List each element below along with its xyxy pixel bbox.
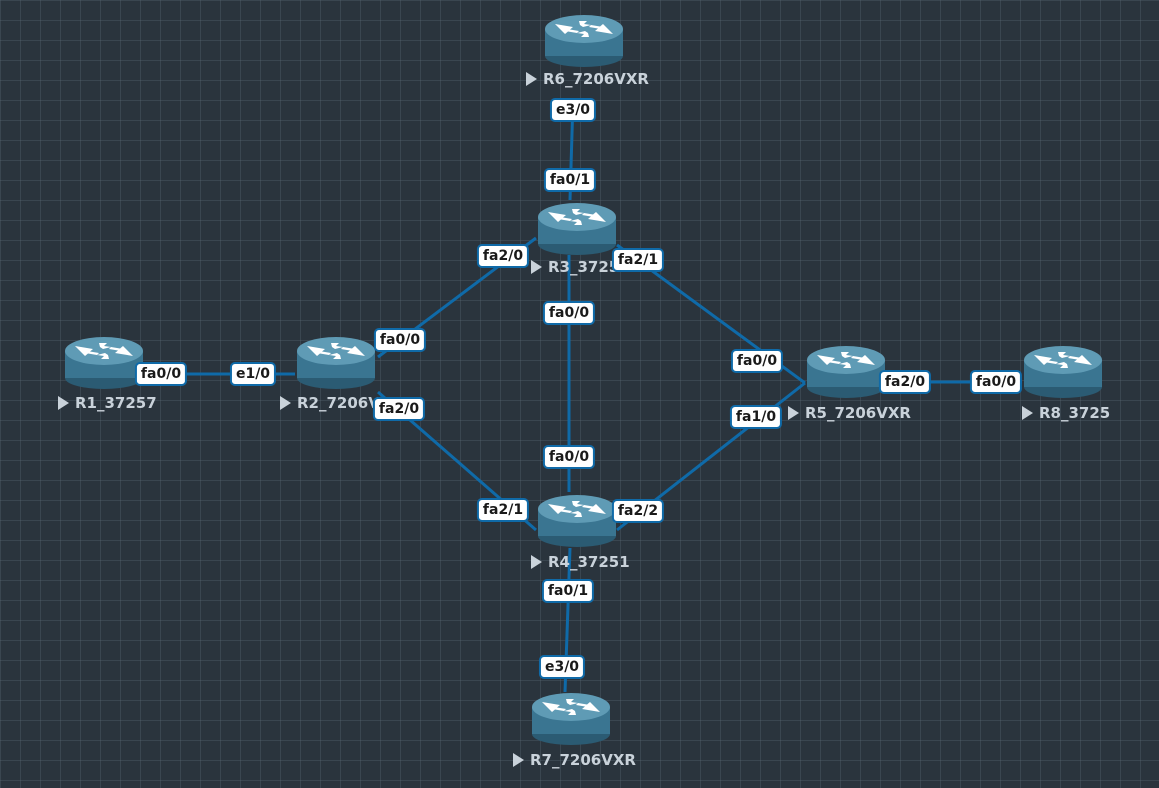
port-label-r3-fa0-0[interactable]: fa0/0 [542, 301, 596, 325]
router-label: R8_3725 [1022, 404, 1110, 422]
router-name: R5_7206VXR [805, 404, 911, 422]
router-icon [65, 337, 143, 389]
play-icon[interactable] [58, 396, 69, 410]
router-label: R4_37251 [531, 553, 630, 571]
router-label: R5_7206VXR [788, 404, 911, 422]
port-label-r4-fa0-1[interactable]: fa0/1 [541, 579, 595, 603]
port-label-r5-fa2-0[interactable]: fa2/0 [878, 370, 932, 394]
router-name: R7_7206VXR [530, 751, 636, 769]
router-icon [545, 15, 623, 67]
router-name: R4_37251 [548, 553, 630, 571]
port-label-r4-fa2-1[interactable]: fa2/1 [476, 498, 530, 522]
port-label-r4-fa0-0[interactable]: fa0/0 [542, 445, 596, 469]
play-icon[interactable] [531, 260, 542, 274]
router-label: R6_7206VXR [526, 70, 649, 88]
router-name: R1_37257 [75, 394, 157, 412]
port-label-r3-fa2-0[interactable]: fa2/0 [476, 244, 530, 268]
router-icon [532, 693, 610, 745]
port-label-r2-e1-0[interactable]: e1/0 [229, 362, 277, 386]
router-name: R6_7206VXR [543, 70, 649, 88]
port-label-r2-fa0-0[interactable]: fa0/0 [373, 328, 427, 352]
port-label-r6-e3-0[interactable]: e3/0 [549, 98, 597, 122]
port-label-r2-fa2-0[interactable]: fa2/0 [372, 397, 426, 421]
port-label-r1-fa0-0[interactable]: fa0/0 [134, 362, 188, 386]
router-label: R3_37251 [531, 258, 630, 276]
play-icon[interactable] [280, 396, 291, 410]
router-icon [807, 346, 885, 398]
port-label-r5-fa0-0[interactable]: fa0/0 [730, 349, 784, 373]
play-icon[interactable] [531, 555, 542, 569]
router-icon [297, 337, 375, 389]
play-icon[interactable] [1022, 406, 1033, 420]
play-icon[interactable] [788, 406, 799, 420]
router-label: R7_7206VXR [513, 751, 636, 769]
router-name: R8_3725 [1039, 404, 1111, 422]
router-icon [538, 495, 616, 547]
port-label-r3-fa0-1[interactable]: fa0/1 [543, 168, 597, 192]
port-label-r7-e3-0[interactable]: e3/0 [538, 655, 586, 679]
router-icon [538, 203, 616, 255]
port-label-r4-fa2-2[interactable]: fa2/2 [611, 499, 665, 523]
play-icon[interactable] [513, 753, 524, 767]
port-label-r8-fa0-0[interactable]: fa0/0 [969, 370, 1023, 394]
port-label-r3-fa2-1[interactable]: fa2/1 [611, 248, 665, 272]
router-label: R1_37257 [58, 394, 157, 412]
play-icon[interactable] [526, 72, 537, 86]
port-label-r5-fa1-0[interactable]: fa1/0 [729, 405, 783, 429]
router-icon [1024, 346, 1102, 398]
router-name: R3_37251 [548, 258, 630, 276]
